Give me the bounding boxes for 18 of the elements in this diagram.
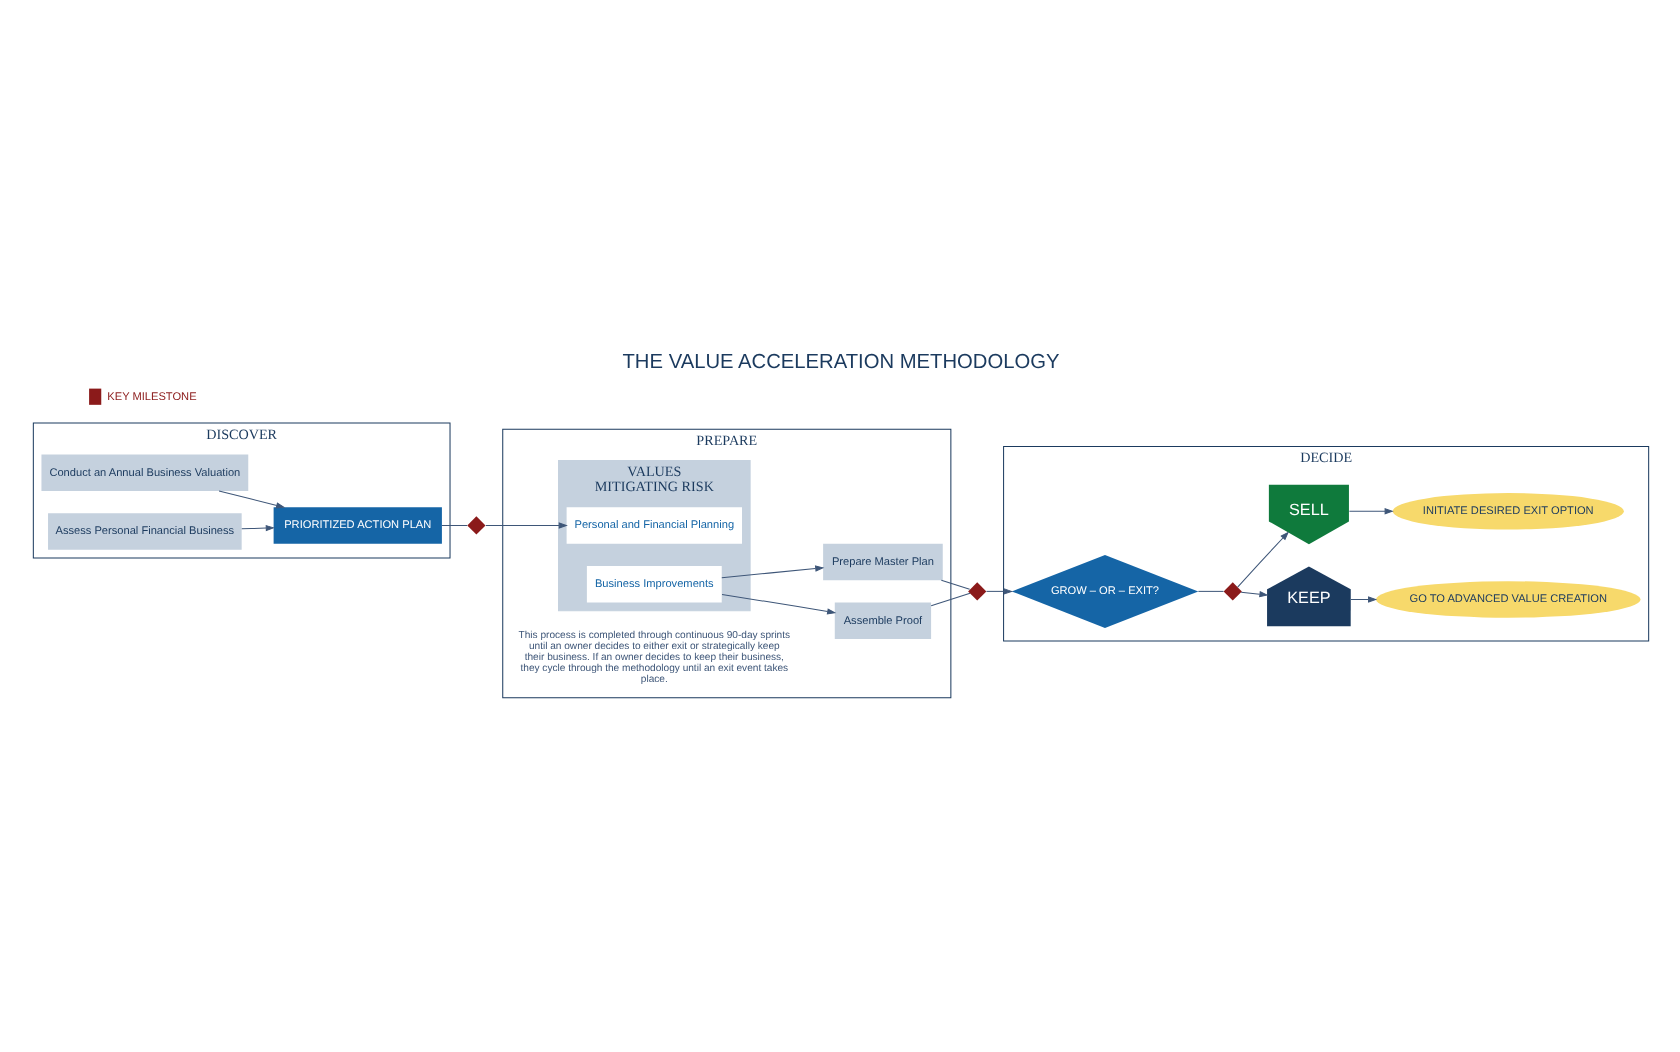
arrow <box>720 593 836 614</box>
connector <box>929 591 970 606</box>
connector <box>1196 589 1224 591</box>
arrow <box>217 489 285 508</box>
node-diamond <box>1222 581 1241 600</box>
node-diamond <box>967 581 986 600</box>
connector <box>939 578 970 589</box>
arrow <box>484 521 567 528</box>
arrow <box>1236 530 1289 587</box>
arrow <box>1347 507 1393 514</box>
diagram-title: THE VALUE ACCELERATION METHODOLOGY <box>621 351 1059 374</box>
node-diamond <box>466 515 485 534</box>
arrow <box>720 564 824 578</box>
arrow <box>985 587 1013 594</box>
connector <box>440 523 467 525</box>
arrow <box>1239 590 1268 597</box>
arrow <box>1349 595 1377 602</box>
arrow <box>240 523 274 531</box>
